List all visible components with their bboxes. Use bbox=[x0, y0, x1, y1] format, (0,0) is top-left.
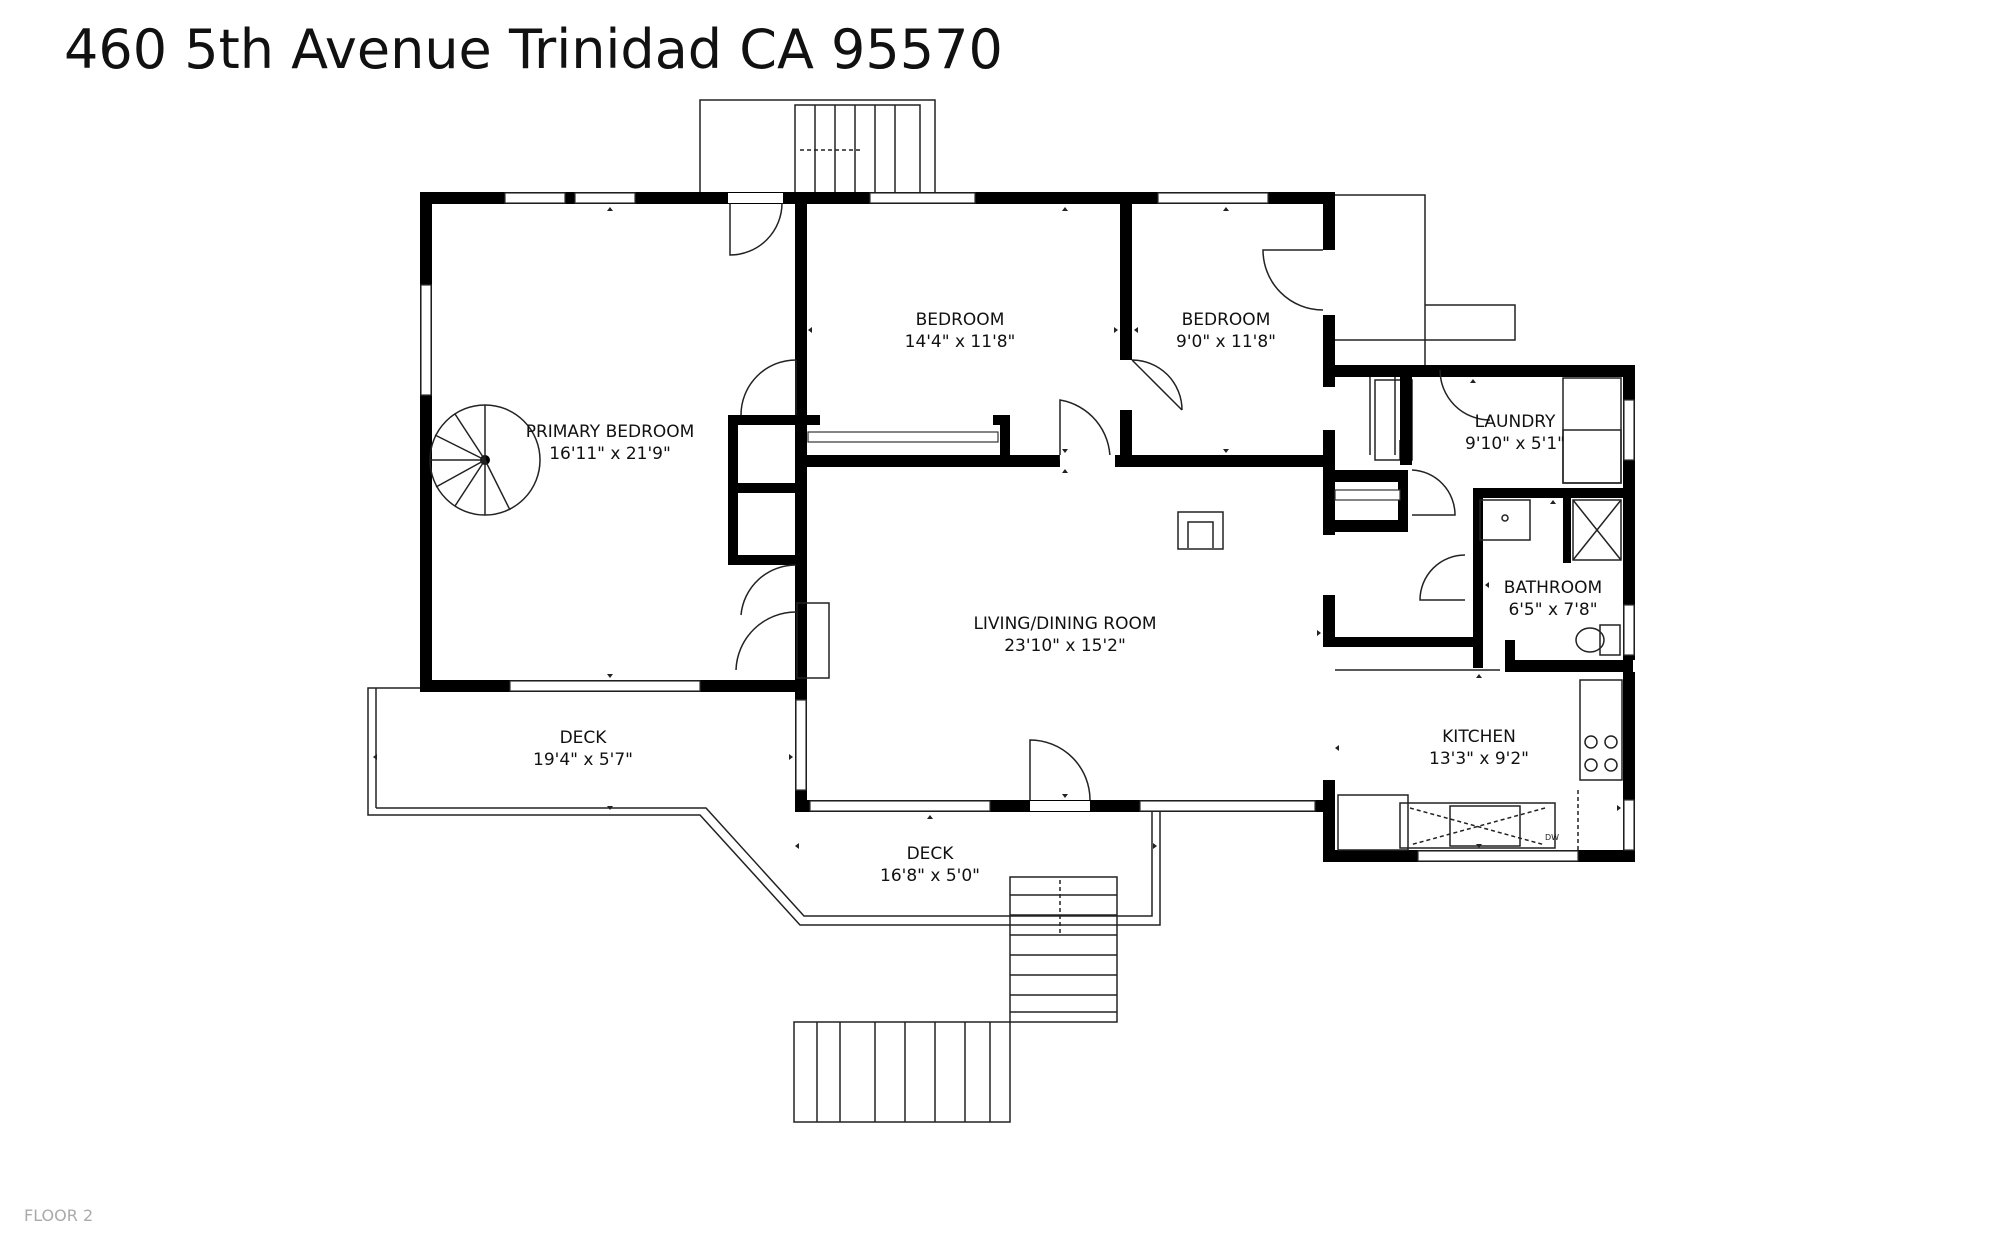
floorplan-title: 460 5th Avenue Trinidad CA 95570 bbox=[64, 18, 1003, 81]
bathroom-fixtures bbox=[1479, 499, 1622, 656]
room-kitchen: KITCHEN 13'3" x 9'2" bbox=[1429, 727, 1529, 769]
floor-label: FLOOR 2 bbox=[24, 1206, 94, 1225]
spiral-staircase bbox=[429, 404, 541, 516]
room-deck-2: DECK 16'8" x 5'0" bbox=[880, 844, 980, 886]
room-name: DECK bbox=[907, 844, 955, 864]
room-name: KITCHEN bbox=[1442, 727, 1516, 747]
room-dims: 14'4" x 11'8" bbox=[905, 332, 1016, 352]
room-laundry: LAUNDRY 9'10" x 5'1" bbox=[1465, 412, 1565, 454]
room-name: PRIMARY BEDROOM bbox=[526, 422, 695, 442]
room-primary-bedroom: PRIMARY BEDROOM 16'11" x 21'9" bbox=[526, 422, 695, 464]
room-bedroom-2: BEDROOM 9'0" x 11'8" bbox=[1176, 310, 1276, 352]
dimension-markers bbox=[373, 207, 1621, 849]
room-dims: 9'10" x 5'1" bbox=[1465, 434, 1565, 454]
room-bedroom-1: BEDROOM 14'4" x 11'8" bbox=[905, 310, 1016, 352]
room-dims: 13'3" x 9'2" bbox=[1429, 749, 1529, 769]
room-name: BEDROOM bbox=[916, 310, 1005, 330]
deck-outlines bbox=[367, 99, 1516, 1123]
laundry-appliances bbox=[1369, 377, 1622, 484]
room-dims: 16'8" x 5'0" bbox=[880, 866, 980, 886]
room-deck-1: DECK 19'4" x 5'7" bbox=[533, 728, 633, 770]
room-name: DECK bbox=[560, 728, 608, 748]
room-living-dining: LIVING/DINING ROOM 23'10" x 15'2" bbox=[973, 614, 1156, 656]
kitchen-fixtures: DW bbox=[1335, 669, 1623, 851]
doors bbox=[728, 193, 1491, 811]
room-name: LAUNDRY bbox=[1475, 412, 1556, 432]
room-name: BEDROOM bbox=[1182, 310, 1271, 330]
fixtures: DW bbox=[429, 377, 1623, 851]
room-dims: 6'5" x 7'8" bbox=[1508, 600, 1597, 620]
room-dims: 23'10" x 15'2" bbox=[1004, 636, 1126, 656]
room-name: BATHROOM bbox=[1504, 578, 1602, 598]
dishwasher-label: DW bbox=[1545, 833, 1559, 842]
room-dims: 16'11" x 21'9" bbox=[549, 444, 671, 464]
room-bathroom: BATHROOM 6'5" x 7'8" bbox=[1504, 578, 1602, 620]
room-dims: 19'4" x 5'7" bbox=[533, 750, 633, 770]
windows bbox=[420, 192, 1635, 862]
fireplace bbox=[1177, 511, 1224, 550]
room-name: LIVING/DINING ROOM bbox=[973, 614, 1156, 634]
room-dims: 9'0" x 11'8" bbox=[1176, 332, 1276, 352]
room-labels: PRIMARY BEDROOM 16'11" x 21'9" BEDROOM 1… bbox=[526, 310, 1603, 886]
